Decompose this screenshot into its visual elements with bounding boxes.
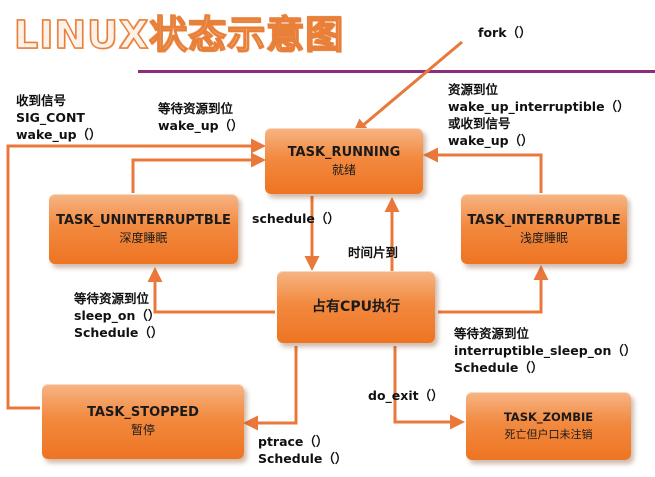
label-right-top-line4: wake_up（） [448,133,534,148]
state-task-stopped-label: TASK_STOPPED [87,405,199,420]
label-wait-resource-top: 等待资源到位 wake_up（） [158,100,244,134]
label-wait-top-line2: wake_up（） [158,118,244,133]
state-task-zombie-desc: 死亡但户口未注销 [504,427,593,441]
arrow-fork [352,40,463,134]
state-cpu-executing: 占有CPU执行 [277,271,435,343]
arrow-cpu-to-interruptible [438,265,549,314]
state-task-uninterruptible: TASK_UNINTERRUPTBLE 深度睡眠 [49,194,238,264]
label-signal-line1: 收到信号 [16,93,67,108]
state-task-uninterruptible-label: TASK_UNINTERRUPTBLE [56,212,231,228]
diagram-title: LINUX状态示意图 [13,12,345,58]
state-task-running-label: TASK_RUNNING [287,144,401,160]
arrow-cpu-to-zombie [393,346,465,430]
state-task-running-desc: 就绪 [331,162,356,177]
label-signal-line2: SIG_CONT [16,110,85,125]
label-right-top-line2: wake_up_interruptible（） [448,99,630,114]
label-ptrace-line2: Schedule（） [258,451,348,466]
title-divider [138,70,655,73]
label-isleep-line3: Schedule（） [454,360,544,375]
state-task-running: TASK_RUNNING 就绪 [265,128,423,194]
state-task-interruptible: TASK_INTERRUPTBLE 浅度睡眠 [461,194,627,264]
label-resource-ready: 资源到位 wake_up_interruptible（） 或收到信号 wake_… [448,81,630,149]
label-signal-line3: wake_up（） [16,127,102,142]
state-task-stopped: TASK_STOPPED 暂停 [42,384,244,459]
label-do-exit: do_exit（） [368,388,444,403]
state-task-interruptible-label: TASK_INTERRUPTBLE [467,212,621,228]
label-wait-top-line1: 等待资源到位 [158,101,234,116]
label-interruptible-sleep-on: 等待资源到位 interruptible_sleep_on（） Schedule… [454,325,636,376]
state-cpu-executing-label: 占有CPU执行 [312,298,400,315]
label-right-top-line1: 资源到位 [448,82,499,97]
label-right-top-line3: 或收到信号 [448,116,511,131]
label-time-slice: 时间片到 [348,245,399,260]
state-task-interruptible-desc: 浅度睡眠 [519,230,568,245]
arrow-interruptible-to-running [423,147,543,193]
label-ptrace-line1: ptrace（） [258,434,329,449]
label-sleep-line2: sleep_on（） [74,308,161,323]
state-task-uninterruptible-desc: 深度睡眠 [119,230,168,245]
arrow-cpu-to-uninterruptible [147,267,275,314]
label-signal-received: 收到信号 SIG_CONT wake_up（） [16,92,102,143]
label-fork: fork（） [478,25,532,40]
arrow-uninterruptible-to-running [131,152,266,193]
label-sleep-on: 等待资源到位 sleep_on（） Schedule（） [74,290,163,341]
label-isleep-line2: interruptible_sleep_on（） [454,343,637,358]
label-sleep-line3: Schedule（） [74,325,164,340]
state-task-zombie-label: TASK_ZOMBIE [503,409,594,424]
state-task-stopped-desc: 暂停 [130,423,155,437]
label-isleep-line1: 等待资源到位 [454,326,530,341]
arrow-cpu-to-stopped [243,346,298,431]
label-sleep-line1: 等待资源到位 [74,291,150,306]
state-task-zombie: TASK_ZOMBIE 死亡但户口未注销 [466,392,631,460]
arrow-stopped-to-running [6,138,266,410]
label-ptrace: ptrace（） Schedule（） [258,433,347,467]
label-schedule: schedule（） [252,211,340,226]
